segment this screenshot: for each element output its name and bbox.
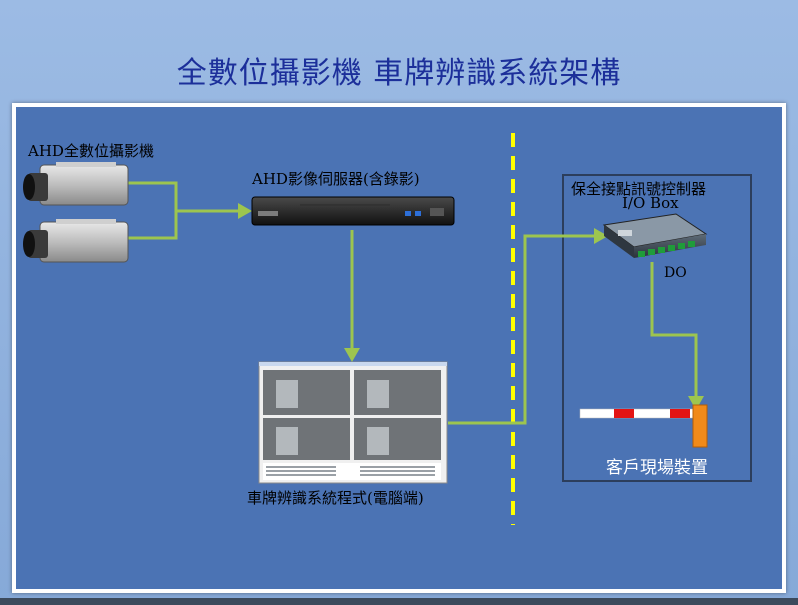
controller-label: 保全接點訊號控制器 <box>571 180 707 198</box>
barrier-arrowhead <box>688 396 704 410</box>
bottom-bar <box>0 598 798 605</box>
site-device-label: 客戶現場裝置 <box>606 458 708 478</box>
software-screenshot-icon <box>258 361 448 484</box>
connector-arrowheads <box>238 203 704 410</box>
dvr-server-icon <box>251 196 455 226</box>
dvr-arrowhead <box>238 203 252 219</box>
camera-icon <box>23 219 129 263</box>
connector-lines <box>128 181 698 425</box>
do-label: DO <box>664 265 687 281</box>
cameras-label: AHD全數位攝影機 <box>28 142 154 160</box>
iobox-to-barrier-line <box>650 262 698 398</box>
camera1-connector <box>128 181 178 211</box>
diagram-panel <box>12 103 786 593</box>
software-arrowhead <box>344 348 360 362</box>
camera-icon <box>23 162 129 206</box>
camera2-connector <box>128 211 178 240</box>
io-box-label: I/O Box <box>622 194 679 212</box>
controller-panel <box>562 174 752 482</box>
software-label: 車牌辨識系統程式(電腦端) <box>247 489 424 507</box>
dvr-label: AHD影像伺服器(含錄影) <box>252 170 420 188</box>
iobox-arrowhead <box>594 228 608 244</box>
software-to-iobox-line <box>448 234 597 425</box>
io-box-icon <box>602 213 708 258</box>
page-title: 全數位攝影機 車牌辨識系統架構 <box>176 56 622 91</box>
barrier-gate-icon <box>579 404 708 448</box>
